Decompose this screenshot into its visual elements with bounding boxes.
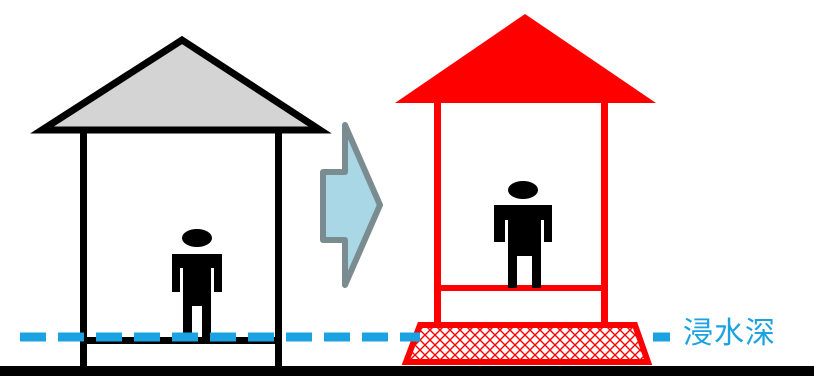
- original-house-right-wall: [275, 130, 282, 366]
- original-house-left-wall: [80, 130, 87, 366]
- person-icon: [494, 181, 552, 288]
- raised-house-left-wall: [434, 103, 441, 325]
- arrow-right-icon: [323, 125, 380, 285]
- raised-house-right-wall: [601, 103, 608, 325]
- flood-depth-label: 浸水深: [683, 314, 776, 354]
- ground-line: [0, 366, 814, 376]
- raised-foundation: [406, 325, 648, 362]
- person-icon: [172, 229, 222, 340]
- raised-house-roof: [395, 14, 656, 103]
- original-house-roof: [42, 40, 320, 130]
- raised-house-floor: [434, 285, 608, 291]
- original-house: [42, 40, 320, 366]
